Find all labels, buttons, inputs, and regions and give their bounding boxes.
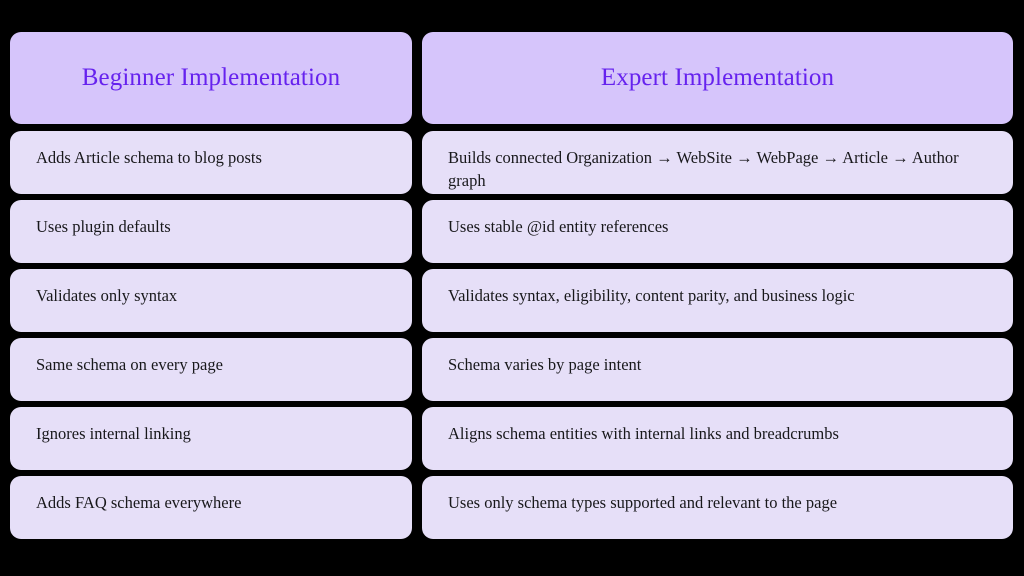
cell-text-expert-4: Schema varies by page intent <box>448 355 642 374</box>
table-row: Uses plugin defaults <box>10 200 412 263</box>
column-header-beginner-label: Beginner Implementation <box>81 64 341 91</box>
cell-text-beginner-5: Ignores internal linking <box>36 424 191 443</box>
table-row: Builds connected Organization → WebSite … <box>422 131 1013 194</box>
table-row: Validates syntax, eligibility, content p… <box>422 269 1013 332</box>
table-row: Same schema on every page <box>10 338 412 401</box>
column-header-expert-label: Expert Implementation <box>600 64 835 91</box>
cell-text-beginner-2: Uses plugin defaults <box>36 217 171 236</box>
cell-text-expert-1: Builds connected Organization → WebSite … <box>448 148 959 191</box>
table-row: Aligns schema entities with internal lin… <box>422 407 1013 470</box>
table-row: Uses stable @id entity references <box>422 200 1013 263</box>
cell-text-beginner-4: Same schema on every page <box>36 355 223 374</box>
cell-text-beginner-1: Adds Article schema to blog posts <box>36 148 262 167</box>
table-row: Adds Article schema to blog posts <box>10 131 412 194</box>
cell-text-expert-2: Uses stable @id entity references <box>448 217 669 236</box>
column-expert: Expert Implementation Builds connected O… <box>422 32 1013 545</box>
cell-text-beginner-6: Adds FAQ schema everywhere <box>36 493 242 512</box>
table-row: Validates only syntax <box>10 269 412 332</box>
cell-text-expert-6: Uses only schema types supported and rel… <box>448 493 838 512</box>
cell-text-expert-3: Validates syntax, eligibility, content p… <box>448 286 855 305</box>
cell-text-expert-5: Aligns schema entities with internal lin… <box>448 424 839 443</box>
table-row: Adds FAQ schema everywhere <box>10 476 412 539</box>
cell-text-beginner-3: Validates only syntax <box>36 286 178 305</box>
table-row: Ignores internal linking <box>10 407 412 470</box>
table-row: Schema varies by page intent <box>422 338 1013 401</box>
table-row: Uses only schema types supported and rel… <box>422 476 1013 539</box>
column-beginner: Beginner Implementation Adds Article sch… <box>10 32 412 545</box>
column-header-beginner: Beginner Implementation <box>10 32 412 124</box>
column-header-expert: Expert Implementation <box>422 32 1013 124</box>
